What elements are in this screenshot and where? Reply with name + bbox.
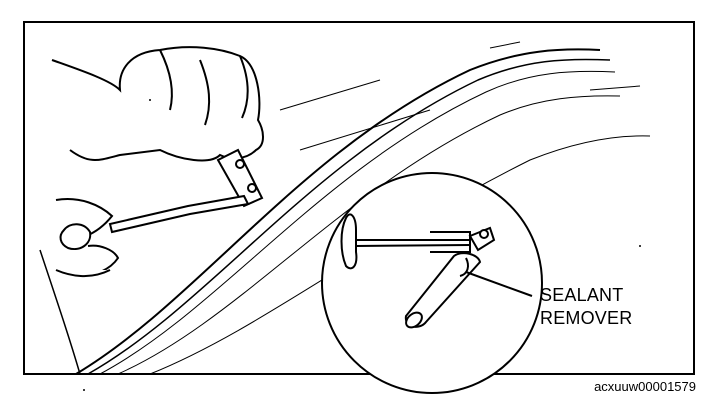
- hand-illustration: [52, 47, 263, 160]
- lower-hand-illustration: [56, 199, 118, 276]
- tool-handle: [110, 150, 262, 232]
- callout-line-2: REMOVER: [540, 307, 632, 330]
- detail-inset: [322, 173, 542, 393]
- callout-line-1: SEALANT: [540, 284, 632, 307]
- sealant-remover-label: SEALANT REMOVER: [540, 284, 632, 330]
- figure-code: acxuuw00001579: [594, 379, 696, 394]
